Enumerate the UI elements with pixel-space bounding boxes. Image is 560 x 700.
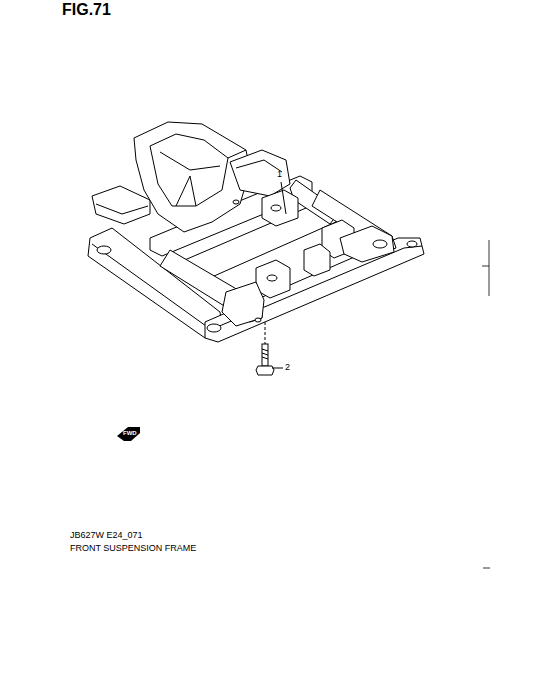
margin-mark — [482, 266, 489, 267]
fwd-arrow — [117, 427, 140, 441]
mount-block — [262, 190, 298, 226]
leader-line — [281, 182, 286, 214]
mount-hole — [267, 275, 277, 281]
mount-hole — [255, 318, 261, 322]
leader-line — [272, 368, 283, 369]
mount-block — [340, 226, 394, 262]
mount-hole — [233, 200, 239, 204]
mount-block — [304, 244, 330, 276]
bolt — [256, 322, 274, 375]
tower-bracket — [134, 122, 250, 232]
callout-number: 2 — [285, 363, 290, 372]
callout-number: 1 — [277, 170, 282, 179]
arm-bracket — [92, 186, 150, 224]
margin-mark — [483, 568, 490, 569]
mount-hole — [373, 240, 387, 248]
tower-inner — [150, 134, 228, 206]
margin-mark — [489, 240, 490, 296]
tower-bracket — [230, 150, 290, 196]
figure-caption: FRONT SUSPENSION FRAME — [70, 544, 196, 553]
figure-number: FIG.71 — [62, 2, 111, 18]
drawing-code: JB627W E24_071 — [70, 531, 143, 540]
mount-hole — [271, 205, 281, 211]
fwd-mark: FWD — [123, 430, 137, 436]
mount-hole — [407, 241, 417, 247]
mount-block — [222, 282, 264, 326]
mount-hole — [207, 324, 221, 332]
mount-hole — [97, 246, 111, 254]
frame-drawing — [88, 122, 424, 342]
